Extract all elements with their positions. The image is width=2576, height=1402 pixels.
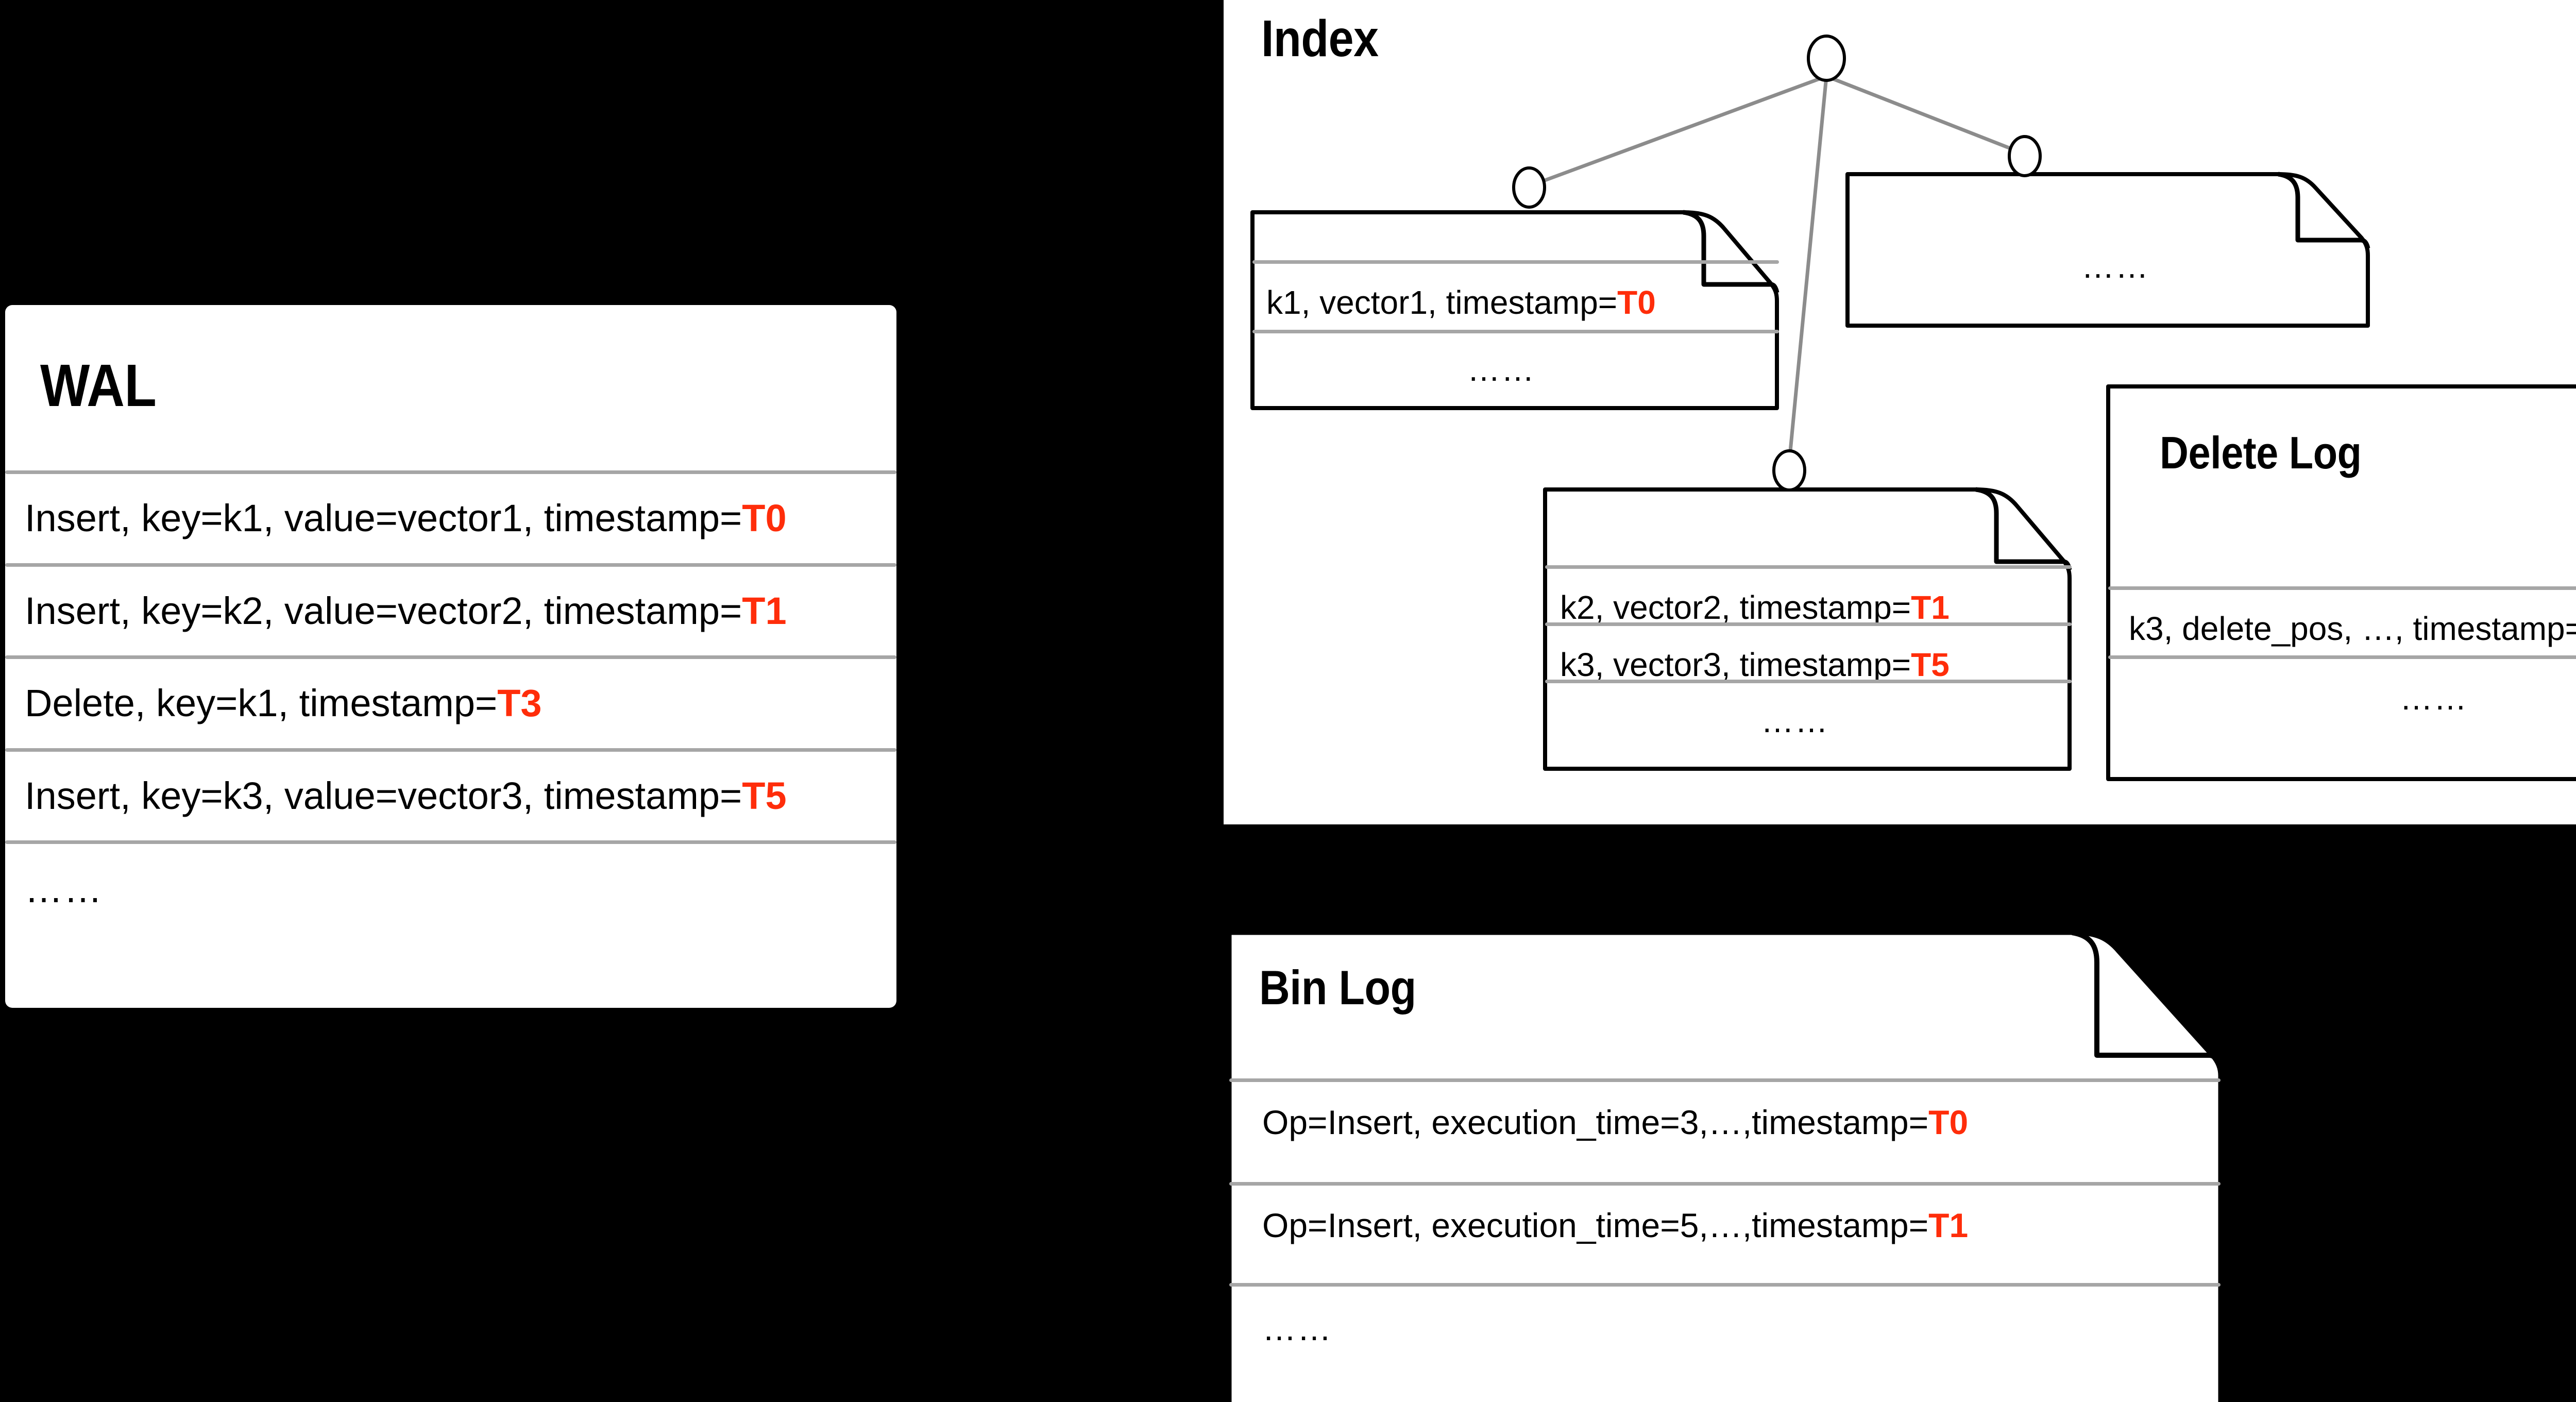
wal-row: Insert, key=k2, value=vector2, timestamp… [25,589,787,633]
index-leaf-k2k3-row-timestamp: T1 [1911,589,1950,626]
index-leaf-k1-row: k1, vector1, timestamp=T0 [1266,283,1656,322]
wal-row-timestamp: T1 [742,589,787,632]
wal-separator [5,563,896,567]
delete-log-separator [2108,586,2576,590]
index-leaf-k2k3-row-text: k2, vector2, timestamp= [1560,589,1911,626]
wal-separator [5,470,896,474]
bin-log-separator [1229,1283,2221,1287]
bin-log-ellipsis: …… [1262,1309,1332,1347]
bin-log-separator [1229,1078,2221,1082]
bin-log-row: Op=Insert, execution_time=5,…,timestamp=… [1262,1206,1968,1245]
wal-ellipsis: …… [25,868,103,910]
index-leaf-k1-row-text: k1, vector1, timestamp= [1266,284,1618,321]
wal-row-text: Delete, key=k1, timestamp= [25,682,498,724]
wal-row: Delete, key=k1, timestamp=T3 [25,681,542,725]
index-leaf-k1-row-timestamp: T0 [1617,284,1656,321]
index-leaf-k2k3-separator [1545,680,2072,683]
wal-row: Insert, key=k1, value=vector1, timestamp… [25,496,787,540]
wal-separator [5,655,896,659]
wal-title: WAL [40,352,157,419]
delete-log-ellipsis: …… [2400,680,2468,717]
wal-row-text: Insert, key=k3, value=vector3, timestamp… [25,774,742,817]
wal-separator [5,748,896,752]
bin-log-separator [1229,1182,2221,1186]
index-leaf-k1-ellipsis: …… [1467,351,1535,388]
bin-log-row-text: Op=Insert, execution_time=5,…,timestamp= [1262,1206,1929,1244]
delete-log-row-text: k3, delete_pos, …, timestamp= [2129,610,2576,647]
wal-row-text: Insert, key=k2, value=vector2, timestamp… [25,589,742,632]
wal-row-timestamp: T3 [497,682,542,724]
index-leaf-k2k3-ellipsis: …… [1761,702,1829,739]
index-leaf-k2k3-row: k2, vector2, timestamp=T1 [1560,588,1950,627]
wal-separator [5,840,896,844]
index-leaf-k2k3-row: k3, vector3, timestamp=T5 [1560,646,1950,684]
index-leaf-ellipsis-text: …… [2081,248,2149,285]
bin-log-title: Bin Log [1259,960,1416,1015]
delete-log-row: k3, delete_pos, …, timestamp=T3 [2129,610,2576,648]
delete-log-separator [2108,655,2576,659]
index-leaf-k2k3-separator [1545,622,2072,626]
index-leaf-k1-separator [1252,260,1779,264]
index-leaf-k2k3-row-timestamp: T5 [1911,646,1950,683]
delete-log-title: Delete Log [2160,427,2362,478]
delete-log-shape [2106,384,2576,781]
index-title: Index [1261,10,1379,67]
wal-row-text: Insert, key=k1, value=vector1, timestamp… [25,497,742,539]
wal-row-timestamp: T5 [742,774,787,817]
wal-row-timestamp: T0 [742,497,787,539]
index-leaf-k2k3-shape [1543,487,2072,771]
index-leaf-k2k3-separator [1545,565,2072,569]
wal-row: Insert, key=k3, value=vector3, timestamp… [25,774,787,818]
bin-log-row-timestamp: T1 [1928,1206,1969,1244]
index-leaf-ellipsis-shape [1845,172,2370,328]
bin-log-row-timestamp: T0 [1928,1103,1969,1141]
index-leaf-k1-separator [1252,330,1779,333]
bin-log-row: Op=Insert, execution_time=3,…,timestamp=… [1262,1103,1968,1142]
index-leaf-k2k3-row-text: k3, vector3, timestamp= [1560,646,1911,683]
bin-log-row-text: Op=Insert, execution_time=3,…,timestamp= [1262,1103,1929,1141]
